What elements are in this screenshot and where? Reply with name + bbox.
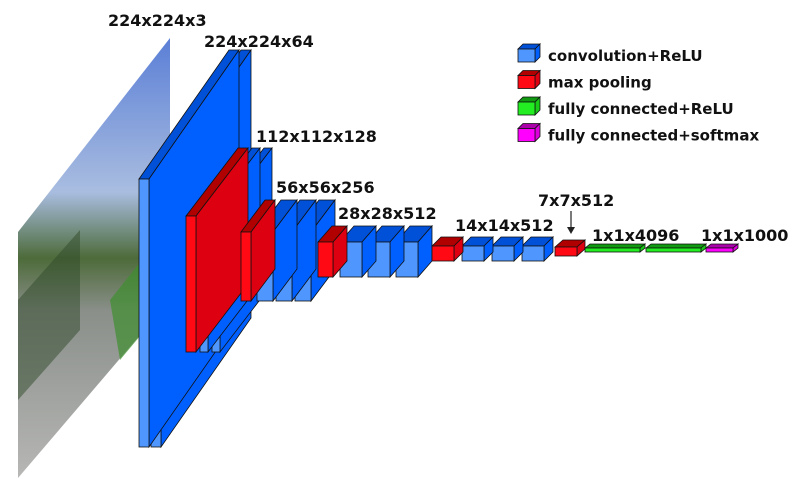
pool1-layer: [185, 146, 249, 354]
label-fc: 1x1x4096: [592, 226, 679, 245]
legend-swatch-softmax-icon: [517, 122, 541, 143]
label-block2: 112x112x128: [256, 127, 377, 146]
legend-item-pool: max pooling: [517, 69, 652, 92]
pool3-layer: [317, 224, 348, 279]
legend-label: fully connected+ReLU: [548, 100, 734, 118]
legend-swatch-fc-icon: [517, 96, 541, 116]
label-block3: 56x56x256: [276, 178, 375, 197]
label-pool5: 7x7x512: [538, 191, 614, 210]
legend-label: fully connected+softmax: [548, 127, 759, 145]
pool5-layer: [553, 239, 587, 257]
legend-label: max pooling: [548, 74, 652, 92]
label-block1: 224x224x64: [204, 32, 314, 51]
fc8-softmax-layer: [704, 243, 740, 253]
conv5-3-layer: [521, 236, 554, 262]
legend-item-conv: convolution+ReLU: [517, 43, 703, 65]
conv5-2-layer: [491, 236, 524, 262]
legend-item-fc: fully connected+ReLU: [517, 96, 734, 118]
layer-labels: 224x224x3 224x224x64 112x112x128 56x56x2…: [108, 11, 788, 245]
legend-swatch-conv-icon: [517, 43, 541, 63]
legend-swatch-pool-icon: [517, 69, 541, 90]
legend: convolution+ReLU max pooling fully connect…: [517, 43, 759, 145]
conv5-1-layer: [461, 236, 494, 262]
label-output: 1x1x1000: [701, 226, 788, 245]
legend-label: convolution+ReLU: [548, 47, 703, 65]
fc6-layer: [583, 243, 647, 253]
legend-item-softmax: fully connected+softmax: [517, 122, 759, 145]
arrow-down-icon: [567, 211, 575, 234]
label-block5: 14x14x512: [455, 216, 554, 235]
conv4-1-layer: [339, 224, 377, 279]
layer-stack: [138, 48, 740, 449]
label-input: 224x224x3: [108, 11, 207, 30]
pool4-layer: [431, 236, 464, 262]
pool2-layer: [240, 198, 276, 303]
label-block4: 28x28x512: [338, 204, 437, 223]
fc7-layer: [644, 243, 708, 253]
